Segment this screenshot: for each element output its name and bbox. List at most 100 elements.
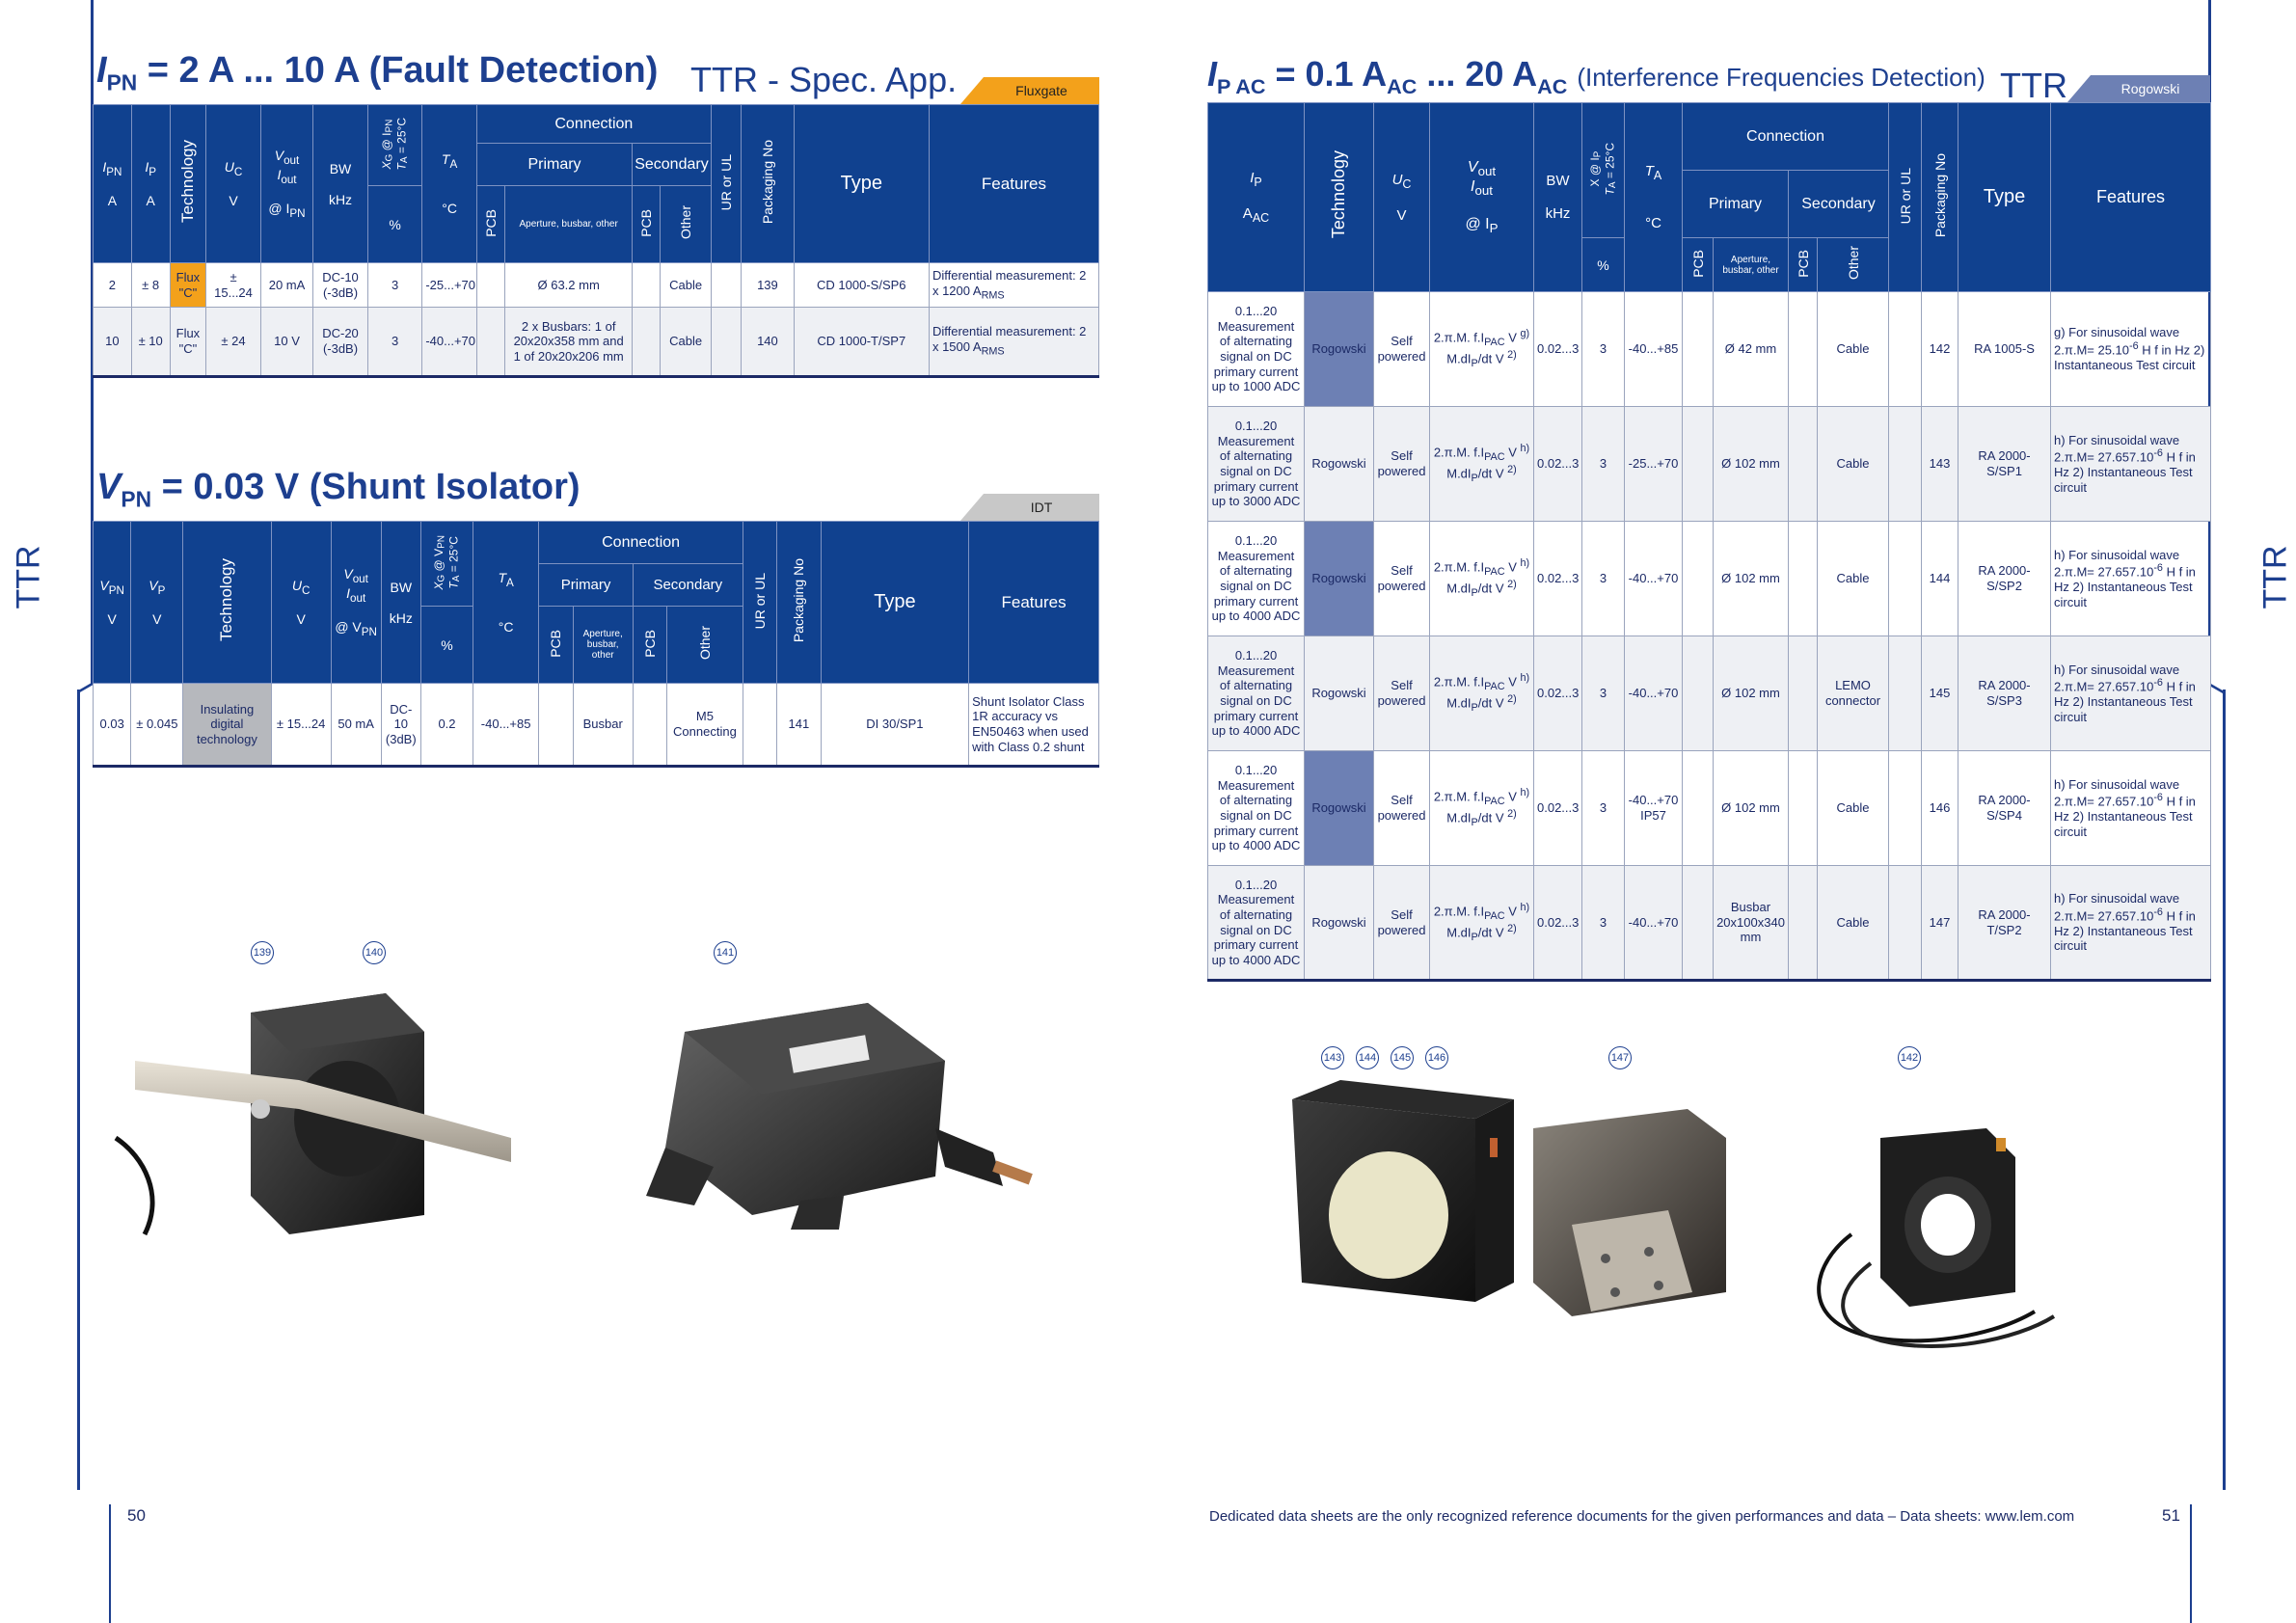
cell-uc: ± 24: [205, 307, 261, 377]
header-type: Type: [793, 104, 930, 263]
header-x-unit: %: [1581, 237, 1625, 292]
cell-pcb2: [632, 683, 668, 767]
cell-uc: ± 15...24: [270, 683, 332, 767]
cell-vpn: 0.03: [92, 683, 132, 767]
cell-aperture: Ø 102 mm: [1713, 636, 1789, 751]
cell-aperture: Ø 102 mm: [1713, 406, 1789, 522]
callout-141: 141: [714, 941, 737, 964]
cell-pcb: [1682, 291, 1714, 407]
technology-tag-rogowski: Rogowski: [2067, 75, 2210, 102]
cell-features: Differential measurement: 2 x 1500 ARMS: [928, 307, 1100, 377]
cell-other: Cable: [660, 262, 712, 308]
header-ur: UR or UL: [1888, 102, 1923, 292]
cell-other: Cable: [1816, 406, 1890, 522]
cell-ur: [1888, 865, 1923, 981]
side-tab-left: TTR: [10, 545, 47, 609]
callout-139: 139: [251, 941, 274, 964]
cell-x: 3: [1581, 406, 1625, 522]
cell-aperture: Busbar 20x100x340 mm: [1713, 865, 1789, 981]
callout-147: 147: [1608, 1046, 1632, 1069]
cell-features: h) For sinusoidal wave 2.π.M= 27.657.10-…: [2050, 636, 2212, 751]
cell-tech: Rogowski: [1304, 865, 1374, 981]
cell-ta: -40...+70: [421, 307, 477, 377]
cell-vout: 2.π.M. f.IPAC V h)M.dIP/dt V 2): [1429, 521, 1534, 636]
cell-ip: ± 10: [130, 307, 171, 377]
cell-ta: -40...+85: [1624, 291, 1683, 407]
header-technology: Technology: [182, 521, 272, 684]
header-aperture: Aperture, busbar, other: [504, 185, 634, 263]
header-pcb2: PCB: [1788, 237, 1818, 292]
cell-features: h) For sinusoidal wave 2.π.M= 27.657.10-…: [2050, 521, 2212, 636]
header-features: Features: [2050, 102, 2212, 292]
header-pcb: PCB: [538, 606, 574, 684]
cell-ur: [710, 262, 743, 308]
cell-uc: Self powered: [1373, 291, 1430, 407]
cell-ur: [742, 683, 778, 767]
cell-bw: DC-10 (-3dB): [312, 262, 368, 308]
cell-type: RA 2000-S/SP3: [1958, 636, 2052, 751]
left-frame-line-bottom: [77, 690, 80, 1490]
header-x-unit: %: [366, 185, 423, 263]
cell-pcb: [1682, 750, 1714, 866]
cell-other: M5 Connecting: [666, 683, 743, 767]
cell-bw: 0.02...3: [1533, 636, 1582, 751]
cell-tech: Rogowski: [1304, 291, 1374, 407]
callout-144: 144: [1356, 1046, 1379, 1069]
table-row: 2 ± 8 Flux "C" ± 15...24 20 mA DC-10 (-3…: [93, 262, 1100, 308]
cell-uc: ± 15...24: [205, 262, 261, 308]
table-row: 0.1...20 Measurement of alternating sign…: [1207, 750, 2212, 866]
cell-type: DI 30/SP1: [820, 683, 970, 767]
cell-ip: 0.1...20 Measurement of alternating sign…: [1207, 521, 1305, 636]
cell-pcb2: [632, 262, 662, 308]
page-number-left: 50: [127, 1506, 146, 1525]
cell-pcb: [1682, 521, 1714, 636]
cell-x: 3: [1581, 291, 1625, 407]
header-connection: Connection: [1681, 102, 1890, 171]
section-title-fault-detection: IPN = 2 A ... 10 A (Fault Detection): [96, 50, 659, 95]
cell-bw: 0.02...3: [1533, 521, 1582, 636]
cell-packaging: 146: [1921, 750, 1959, 866]
header-packaging: Packaging No: [1921, 102, 1959, 292]
header-primary: Primary: [538, 563, 634, 607]
cell-pcb2: [1788, 521, 1818, 636]
cell-ta: -40...+70: [1624, 636, 1683, 751]
header-connection: Connection: [475, 104, 712, 144]
cell-aperture: Ø 63.2 mm: [504, 262, 634, 308]
header-other: Other: [660, 185, 712, 263]
cell-x: 0.2: [420, 683, 473, 767]
table-row: 0.1...20 Measurement of alternating sign…: [1207, 865, 2212, 981]
section-subtitle-ttr: TTR: [2000, 66, 2067, 105]
callout-140: 140: [363, 941, 386, 964]
header-pcb: PCB: [475, 185, 506, 263]
cell-pcb2: [1788, 750, 1818, 866]
technology-tag-idt: IDT: [960, 494, 1099, 521]
right-frame-line-bottom: [2223, 690, 2226, 1490]
cell-ur: [1888, 406, 1923, 522]
page-number-right: 51: [2162, 1506, 2180, 1525]
footer-disclaimer: Dedicated data sheets are the only recog…: [1209, 1508, 2075, 1525]
cell-x: 3: [366, 262, 423, 308]
callout-143: 143: [1321, 1046, 1344, 1069]
cell-ta: -40...+70 IP57: [1624, 750, 1683, 866]
cell-ipn: 2: [93, 262, 132, 308]
left-frame-notch: [77, 682, 93, 694]
cell-x: 3: [366, 307, 423, 377]
cell-uc: Self powered: [1373, 406, 1430, 522]
header-other: Other: [666, 606, 743, 684]
left-footer-line: [109, 1504, 111, 1623]
cell-pcb2: [1788, 406, 1818, 522]
cell-bw: DC-10 (3dB): [380, 683, 422, 767]
cell-vout: 2.π.M. f.IPAC V h)M.dIP/dt V 2): [1429, 750, 1534, 866]
cell-pcb2: [1788, 291, 1818, 407]
header-other: Other: [1816, 237, 1890, 292]
right-footer-line: [2190, 1504, 2192, 1623]
cell-uc: Self powered: [1373, 750, 1430, 866]
